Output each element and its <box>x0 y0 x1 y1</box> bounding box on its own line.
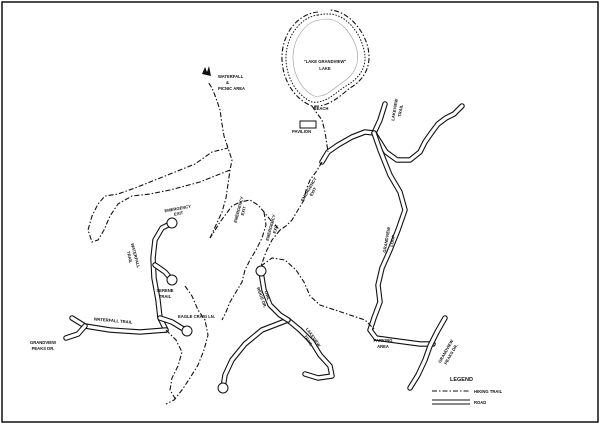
svg-text:OWL: OWL <box>263 290 271 301</box>
waterfall-icon <box>202 66 211 76</box>
svg-text:WATERFALL: WATERFALL <box>130 243 141 269</box>
svg-text:EXIT: EXIT <box>240 205 247 216</box>
legend-title: LEGEND <box>450 377 473 383</box>
trail-lake-loop <box>281 9 370 107</box>
road-waterfall-trail-horiz-fill <box>70 316 168 334</box>
legend-road-label: ROAD <box>474 400 486 405</box>
grandview-peaks-left-line2: PEAKS DR. <box>32 346 55 351</box>
road-eagle-craig-fill <box>158 316 187 332</box>
road-grandview-loop-fill <box>368 131 435 346</box>
grandview-loop-label: GRANDVIEW LOOP <box>382 226 396 253</box>
trail-main-spine <box>209 161 323 239</box>
parking-area-line2: AREA <box>377 344 389 349</box>
lake-label-line2: LAKE <box>319 66 331 71</box>
svg-text:EMERGENCY: EMERGENCY <box>164 204 192 214</box>
svg-text:TRAIL: TRAIL <box>303 334 314 347</box>
cul-de-sac-waterfall-trail <box>166 217 178 229</box>
road-owl-ridge-fill <box>259 270 290 322</box>
waterfall-picnic-line2: & <box>226 80 229 85</box>
svg-text:WATERFALL TRAIL: WATERFALL TRAIL <box>94 316 133 324</box>
grandview-peaks-left-line1: GRANDVIEW <box>30 340 56 345</box>
hiking-trails <box>87 9 376 405</box>
lakeview-trail-top-label: LAKEVIEW TRAIL <box>390 98 404 121</box>
trail-beach-to-road <box>311 105 329 153</box>
road-grandview-peaks-right-fill <box>408 316 447 390</box>
svg-text:LOOP: LOOP <box>389 234 396 247</box>
trail-east-connector <box>260 257 376 331</box>
cul-de-sac-south <box>217 382 229 394</box>
trail-waterfall-spur <box>207 81 233 239</box>
waterfall-trail-horiz-label: WATERFALL TRAIL <box>94 316 133 324</box>
emergency-exit-label-4: EMERGENCY EXIT <box>265 214 279 242</box>
waterfall-picnic-line1: WATERFALL <box>218 74 244 79</box>
trail-west-loop <box>87 147 231 243</box>
trail-center <box>260 229 281 267</box>
pavilion-label: PAVILION <box>292 129 311 134</box>
road-lakeview-trail-bottom-fill <box>286 318 334 380</box>
cul-de-sac-owl-ridge <box>255 265 267 277</box>
road-grandview-peaks-left-fill <box>64 324 87 340</box>
svg-text:LAKEVIEW: LAKEVIEW <box>390 98 399 121</box>
legend: LEGEND HIKING TRAIL ROAD <box>432 377 503 405</box>
svg-text:EXIT: EXIT <box>309 186 318 197</box>
legend-trail-label: HIKING TRAIL <box>474 389 503 394</box>
parking-area-line1: PARKING <box>374 338 393 343</box>
cul-de-sac-eagle-craig <box>181 325 193 337</box>
eagle-craig-label: EAGLE CRAIG LN. <box>178 314 215 319</box>
trail-south-west <box>165 329 183 401</box>
beach-label: BEACH <box>314 106 329 111</box>
trail-emergency-exit <box>221 211 267 321</box>
map-labels: "LAKE GRANDVIEW" LAKE BEACH PAVILION WAT… <box>30 59 459 365</box>
lake-label-line1: "LAKE GRANDVIEW" <box>304 59 347 64</box>
svg-text:EXIT: EXIT <box>272 223 279 234</box>
lake-grandview-shape <box>285 13 366 103</box>
svg-text:TRAIL: TRAIL <box>126 251 134 265</box>
trail-south-loop <box>165 285 209 405</box>
lake-grandview-shoreline <box>292 18 359 97</box>
svg-text:EMERGENCY: EMERGENCY <box>265 214 277 242</box>
svg-text:EMERGENCY: EMERGENCY <box>233 196 245 224</box>
road-lakeview-trail-top-fill <box>320 102 387 164</box>
pavilion-building <box>299 120 317 129</box>
emergency-exit-label-2: EMERGENCY EXIT <box>233 196 247 224</box>
svg-text:EXIT: EXIT <box>174 210 184 217</box>
svg-text:TRAIL: TRAIL <box>397 104 404 117</box>
road-east-branch-fill <box>372 104 464 162</box>
road-waterfall-trail-vert-fill <box>151 221 174 332</box>
emergency-exit-label-3: EMERGENCY EXIT <box>164 204 192 217</box>
roads <box>63 101 465 391</box>
road-south-branch-fill <box>221 318 290 390</box>
cul-de-sac-serene-trail <box>166 274 178 286</box>
waterfall-trail-vert-label: WATERFALL TRAIL <box>126 243 142 269</box>
serene-trail-line1: SERENE <box>156 288 173 293</box>
waterfall-picnic-line3: PICNIC AREA <box>218 86 245 91</box>
svg-text:GRANDVIEW: GRANDVIEW <box>382 226 391 253</box>
serene-trail-line2: TRAIL <box>159 294 172 299</box>
